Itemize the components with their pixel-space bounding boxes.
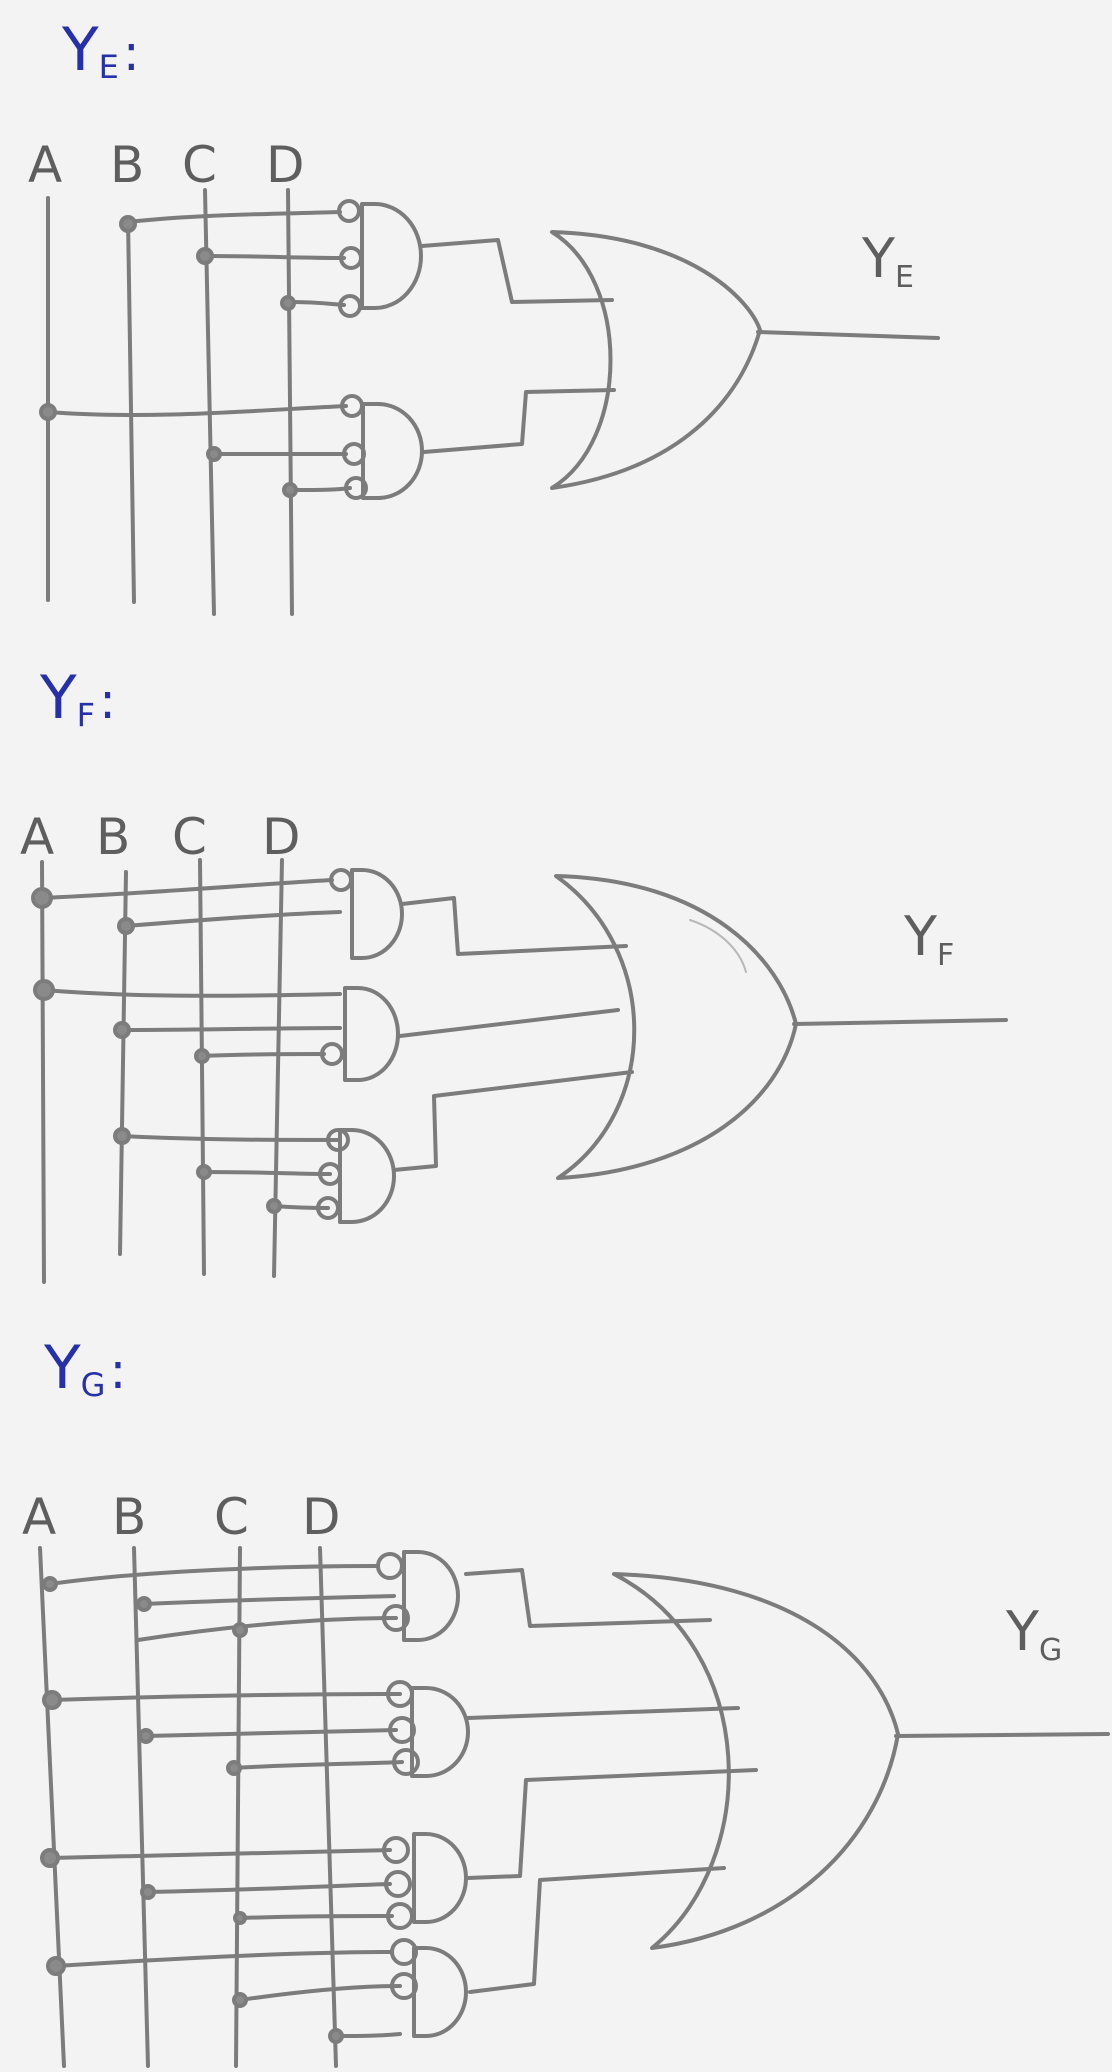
- circuit-yg: [38, 1546, 1110, 2068]
- section-title-yf: YF:: [40, 663, 116, 734]
- output-label-yf: YF: [904, 905, 955, 973]
- and-gates: [360, 202, 424, 500]
- input-label-a: A: [22, 1488, 57, 1546]
- input-label-c: C: [182, 136, 217, 194]
- and-gates: [338, 868, 404, 1224]
- junction-dots: [31, 887, 282, 1214]
- input-label-b: B: [96, 808, 131, 866]
- rail-d: [318, 1546, 338, 2068]
- input-label-b: B: [112, 1488, 147, 1546]
- input-label-d: D: [302, 1488, 341, 1546]
- gate-wires: [464, 1568, 1110, 1994]
- rail-a: [40, 860, 46, 1284]
- or-gate: [550, 230, 762, 490]
- output-label-ye: YE: [862, 227, 914, 295]
- circuit-ye: [39, 188, 940, 616]
- output-label-yg: YG: [1006, 1600, 1063, 1668]
- junction-dots: [40, 1576, 344, 2044]
- input-label-d: D: [266, 136, 305, 194]
- gate-wires: [420, 238, 940, 454]
- input-label-c: C: [214, 1488, 249, 1546]
- and-gates: [402, 1550, 470, 2038]
- or-gate: [554, 874, 798, 1180]
- rail-a: [38, 1546, 66, 2068]
- section-title-yg: YG:: [44, 1333, 127, 1404]
- input-rails: [38, 1546, 338, 2068]
- section-title-ye: YE:: [62, 15, 140, 86]
- rail-d: [286, 188, 294, 616]
- junction-dots: [39, 215, 298, 498]
- input-label-b: B: [110, 136, 145, 194]
- input-wires: [40, 878, 342, 1210]
- rail-b: [126, 216, 136, 604]
- rail-b: [118, 870, 128, 1256]
- input-label-a: A: [20, 808, 55, 866]
- circuit-yf: [31, 858, 1008, 1284]
- input-wires: [48, 1564, 404, 2038]
- input-label-c: C: [172, 808, 207, 866]
- input-rails: [46, 188, 294, 616]
- rail-b: [132, 1546, 150, 2068]
- gate-wires: [392, 896, 1008, 1172]
- rail-c: [198, 858, 206, 1276]
- input-label-d: D: [262, 808, 301, 866]
- or-gate: [612, 1572, 900, 1950]
- input-label-a: A: [28, 136, 63, 194]
